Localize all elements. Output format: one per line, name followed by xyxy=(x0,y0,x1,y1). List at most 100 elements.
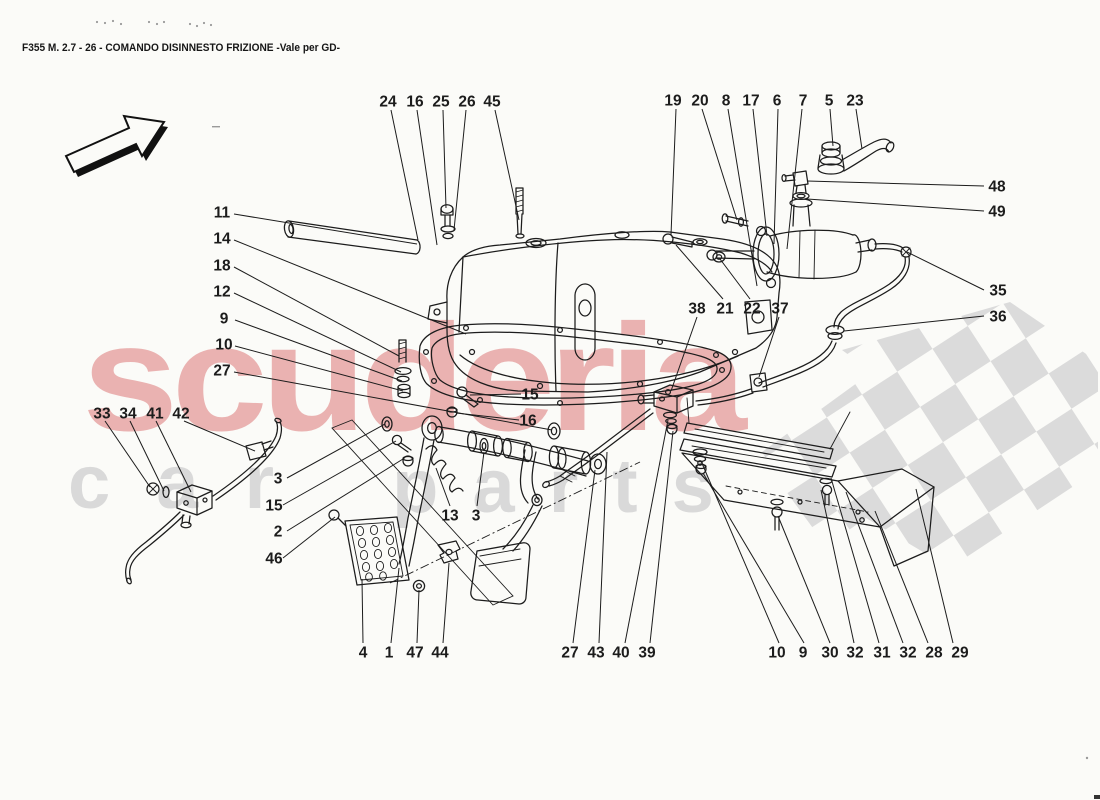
part-number-label: 1 xyxy=(385,645,394,662)
leader-line xyxy=(494,109,520,221)
part-number-label: 7 xyxy=(799,93,808,110)
leader-line xyxy=(233,239,467,335)
leader-line xyxy=(598,451,608,644)
leader-lines xyxy=(104,108,985,644)
leader-line xyxy=(129,420,165,492)
part-number-label: 21 xyxy=(716,301,734,318)
part-number-label: 28 xyxy=(925,645,943,662)
nut-2 xyxy=(391,434,414,467)
leader-line xyxy=(361,578,364,644)
leader-line xyxy=(829,108,834,147)
leader-line xyxy=(233,266,400,357)
part-number-label: 19 xyxy=(664,93,682,110)
direction-arrow-icon xyxy=(64,114,168,177)
part-number-label: 14 xyxy=(213,231,231,248)
part-number-label: 35 xyxy=(989,283,1007,300)
heat-shield-bracket xyxy=(679,397,935,567)
part-number-label: 37 xyxy=(771,301,788,318)
leader-line xyxy=(469,393,522,396)
part-number-label: 10 xyxy=(215,337,232,354)
part-number-label: 16 xyxy=(519,413,537,430)
pushrod-pins xyxy=(662,213,749,263)
leader-line xyxy=(442,562,450,644)
pedal-shaft xyxy=(381,416,607,477)
print-marks xyxy=(95,19,1100,799)
leader-line xyxy=(773,108,779,245)
part-number-label: 20 xyxy=(691,93,708,110)
leader-line xyxy=(874,510,929,644)
leader-line xyxy=(390,567,400,644)
part-number-label: 40 xyxy=(612,645,629,662)
checkered-flag-watermark xyxy=(762,302,1098,568)
leader-line xyxy=(701,108,738,221)
part-number-label: 33 xyxy=(93,406,111,423)
part-number-label: 49 xyxy=(988,204,1006,221)
part-number-label: 2 xyxy=(274,524,283,541)
leader-line xyxy=(183,420,256,452)
leader-line xyxy=(649,430,674,644)
part-number-label: 10 xyxy=(768,645,785,662)
leader-line xyxy=(104,420,151,488)
part-number-label: 44 xyxy=(431,645,449,662)
part-number-label: 46 xyxy=(265,551,283,568)
leader-line xyxy=(719,258,751,300)
part-number-label: 45 xyxy=(483,94,501,111)
part-number-label: 3 xyxy=(274,471,283,488)
gearbox-cover xyxy=(427,230,781,393)
leader-line xyxy=(727,108,758,287)
leader-line xyxy=(786,108,803,250)
leader-line xyxy=(416,589,420,644)
part-number-label: 34 xyxy=(119,406,137,423)
part-number-label: 30 xyxy=(821,645,838,662)
leader-line xyxy=(675,244,724,300)
part-number-label: 26 xyxy=(458,94,476,111)
leader-line xyxy=(155,420,192,493)
part-number-label: 4 xyxy=(359,645,368,662)
leader-line xyxy=(855,108,863,150)
leader-line xyxy=(843,315,985,332)
leader-line xyxy=(233,213,418,245)
part-number-label: 39 xyxy=(638,645,656,662)
part-number-label: 48 xyxy=(988,179,1006,196)
part-number-label: 18 xyxy=(213,258,231,275)
leader-line xyxy=(416,109,438,246)
leader-line xyxy=(820,489,855,644)
watermark-scuderia: scuderia xyxy=(82,293,749,463)
leader-line xyxy=(752,108,768,237)
leader-line xyxy=(758,316,780,378)
part-number-label: 42 xyxy=(172,406,189,423)
part-number-label: 12 xyxy=(213,284,230,301)
part-number-label: 29 xyxy=(951,645,969,662)
part-number-label: 6 xyxy=(773,93,782,110)
leader-line xyxy=(442,109,447,209)
clutch-pedal xyxy=(328,415,464,593)
part-number-label: 11 xyxy=(214,205,231,222)
leader-line xyxy=(233,371,553,431)
part-number-label: 13 xyxy=(441,508,459,525)
leader-line xyxy=(572,469,596,644)
part-number-label: 17 xyxy=(742,93,759,110)
part-number-label: 27 xyxy=(561,645,578,662)
leader-line xyxy=(476,451,485,507)
leader-line xyxy=(234,319,403,382)
leader-line xyxy=(286,458,404,532)
leader-line xyxy=(915,488,954,644)
junction-block-left xyxy=(124,417,283,585)
part-number-label: 31 xyxy=(873,645,891,662)
cover-stud xyxy=(515,187,525,239)
leader-line xyxy=(806,198,985,212)
part-number-label: 22 xyxy=(743,301,760,318)
cover-bolt xyxy=(440,204,456,240)
leader-line xyxy=(390,109,419,241)
part-number-label: 15 xyxy=(265,498,283,515)
part-number-label: 27 xyxy=(213,363,230,380)
leader-line xyxy=(670,108,677,236)
page-title: F355 M. 2.7 - 26 - COMANDO DISINNESTO FR… xyxy=(22,42,340,54)
part-number-label: 23 xyxy=(846,93,864,110)
part-number-label: 15 xyxy=(521,387,539,404)
leader-line xyxy=(233,292,402,373)
leader-line xyxy=(282,440,397,506)
leader-line xyxy=(845,491,904,644)
